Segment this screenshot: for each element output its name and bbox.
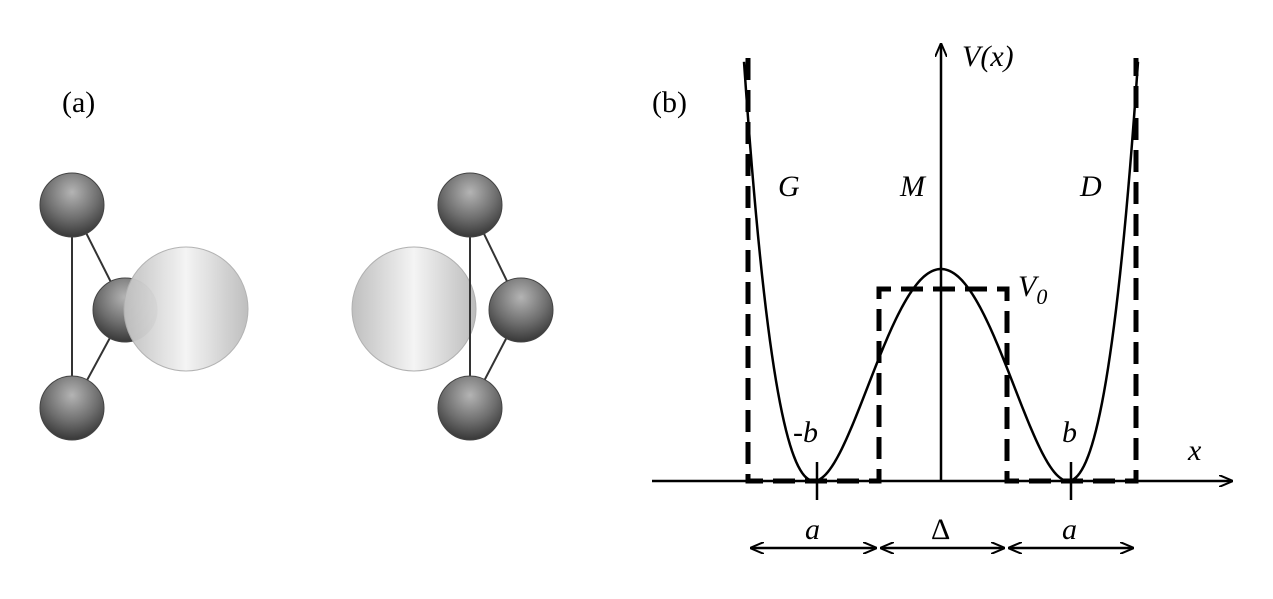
square-well-approximation bbox=[745, 58, 1139, 484]
molecule-right bbox=[351, 172, 554, 441]
atom-right-top bbox=[437, 172, 503, 238]
central-atom-left bbox=[123, 246, 249, 372]
min-right-label: b bbox=[1062, 416, 1077, 449]
panel-b: (b) V(x) x G M D V0 -b b a Δ a bbox=[652, 40, 1232, 548]
x-axis-label: x bbox=[1187, 434, 1202, 467]
panel-a: (a) bbox=[39, 86, 554, 441]
width-right-label: a bbox=[1062, 513, 1077, 546]
barrier-height-label: V0 bbox=[1018, 270, 1047, 309]
y-axis-label: V(x) bbox=[962, 40, 1014, 73]
central-atom-right bbox=[351, 246, 477, 372]
region-left-label: G bbox=[778, 170, 800, 203]
min-left-label: -b bbox=[793, 416, 818, 449]
panel-a-label: (a) bbox=[62, 86, 95, 119]
molecule-left bbox=[39, 172, 249, 441]
region-right-label: D bbox=[1079, 170, 1102, 203]
atom-right-apex bbox=[488, 277, 554, 343]
atom-left-top bbox=[39, 172, 105, 238]
panel-b-label: (b) bbox=[652, 86, 687, 119]
atom-left-bottom bbox=[39, 375, 105, 441]
width-middle-label: Δ bbox=[931, 513, 950, 546]
width-left-label: a bbox=[805, 513, 820, 546]
atom-right-bottom bbox=[437, 375, 503, 441]
region-middle-label: M bbox=[899, 170, 927, 203]
